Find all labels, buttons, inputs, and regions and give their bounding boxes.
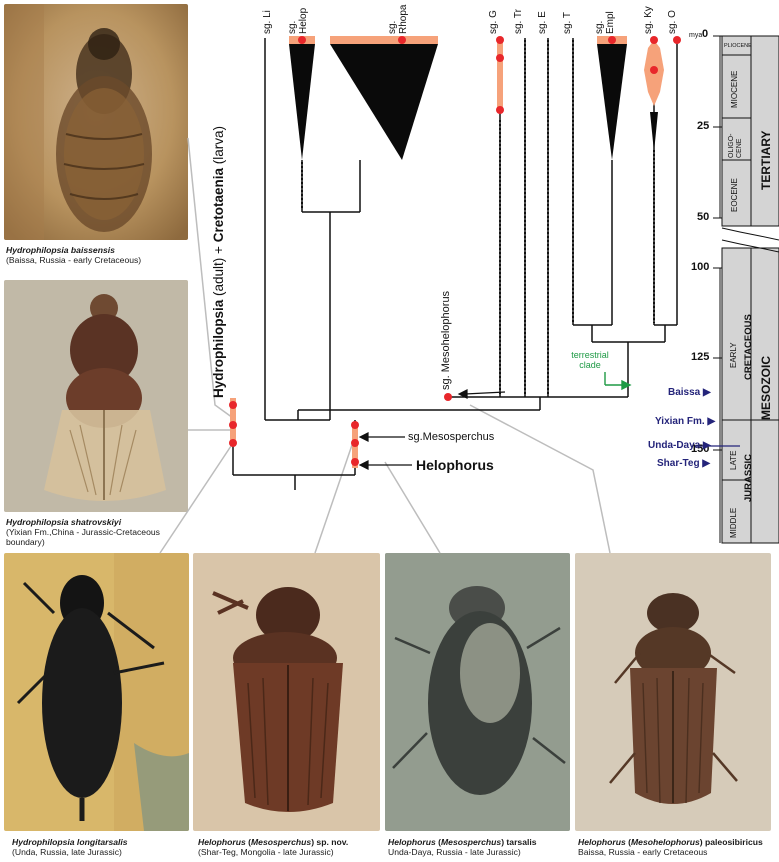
- epoch-pliocene: PLIOCENE: [724, 43, 752, 49]
- triangle-empl: [597, 44, 627, 160]
- terrestrial-arrow: [605, 372, 630, 389]
- era-tertiary: TERTIARY: [759, 130, 773, 190]
- tick-50: 50: [697, 211, 709, 223]
- photo-connectors: [160, 138, 610, 553]
- period-jurassic: JURASSIC: [743, 454, 754, 502]
- cretaceous-early: EARLY: [729, 342, 738, 368]
- event-shar-teg: Shar-Teg ▶: [657, 458, 710, 469]
- taxon-label-e: sg. E: [537, 11, 548, 34]
- era-mesozoic: MESOZOIC: [759, 356, 773, 420]
- event-yixian: Yixian Fm. ▶: [655, 416, 715, 427]
- diversity-triangles: [289, 44, 658, 160]
- period-cretaceous: CRETACEOUS: [743, 314, 754, 380]
- taxon-label-rhopa: sg.Rhopa: [387, 5, 409, 34]
- range-bars: [230, 36, 664, 468]
- connector-longitarsalis: [160, 443, 233, 553]
- connector-tarsalis: [385, 462, 440, 553]
- taxon-label-empl: sg.Empl: [594, 11, 616, 34]
- jurassic-late: LATE: [729, 451, 738, 470]
- event-arrow-icon: ▶: [707, 416, 715, 427]
- taxon-label-o: sg. O: [667, 10, 678, 34]
- tick-125: 125: [691, 351, 709, 363]
- jurassic-middle: MIDDLE: [729, 508, 738, 538]
- tick-25: 25: [697, 120, 709, 132]
- taxon-label-t: sg. T: [562, 12, 573, 34]
- epoch-miocene: MIOCENE: [730, 71, 739, 108]
- label-mesohelophorus: sg. Mesohelophorus: [440, 291, 452, 390]
- triangle-helop: [289, 44, 315, 160]
- label-terrestrial-clade: terrestrialclade: [560, 350, 620, 370]
- connector-mesosperchus-sp-nov: [315, 445, 352, 553]
- event-unda-daya: Unda-Daya ▶: [648, 440, 711, 451]
- taxon-label-helop: sg.Helop: [287, 8, 309, 34]
- label-mesosperchus: sg.Mesosperchus: [408, 431, 494, 443]
- taxon-label-tr: sg. Tr: [513, 9, 524, 34]
- taxon-label-li: sg. Li: [262, 10, 273, 34]
- epoch-eocene: EOCENE: [730, 178, 739, 212]
- event-arrow-icon: ▶: [703, 387, 711, 398]
- event-baissa: Baissa ▶: [668, 387, 711, 398]
- epoch-oligocene: OLIGO-CENE: [728, 118, 744, 158]
- tick-100: 100: [691, 261, 709, 273]
- timescale-unit: mya: [689, 32, 702, 39]
- label-hydrophilopsia-cretotaenia: Hydrophilopsia (adult) + Cretotaenia (la…: [211, 126, 226, 398]
- triangle-ky: [650, 112, 658, 152]
- taxon-label-g: sg. G: [488, 10, 499, 34]
- taxon-label-ky: sg. Ky: [643, 6, 654, 34]
- event-arrow-icon: ▶: [703, 440, 711, 451]
- event-arrow-icon: ▶: [702, 458, 710, 469]
- label-helophorus: Helophorus: [416, 457, 494, 473]
- triangle-rhopa: [330, 44, 438, 160]
- tick-0: 0: [702, 28, 708, 40]
- connector-paleosibiricus: [470, 405, 610, 553]
